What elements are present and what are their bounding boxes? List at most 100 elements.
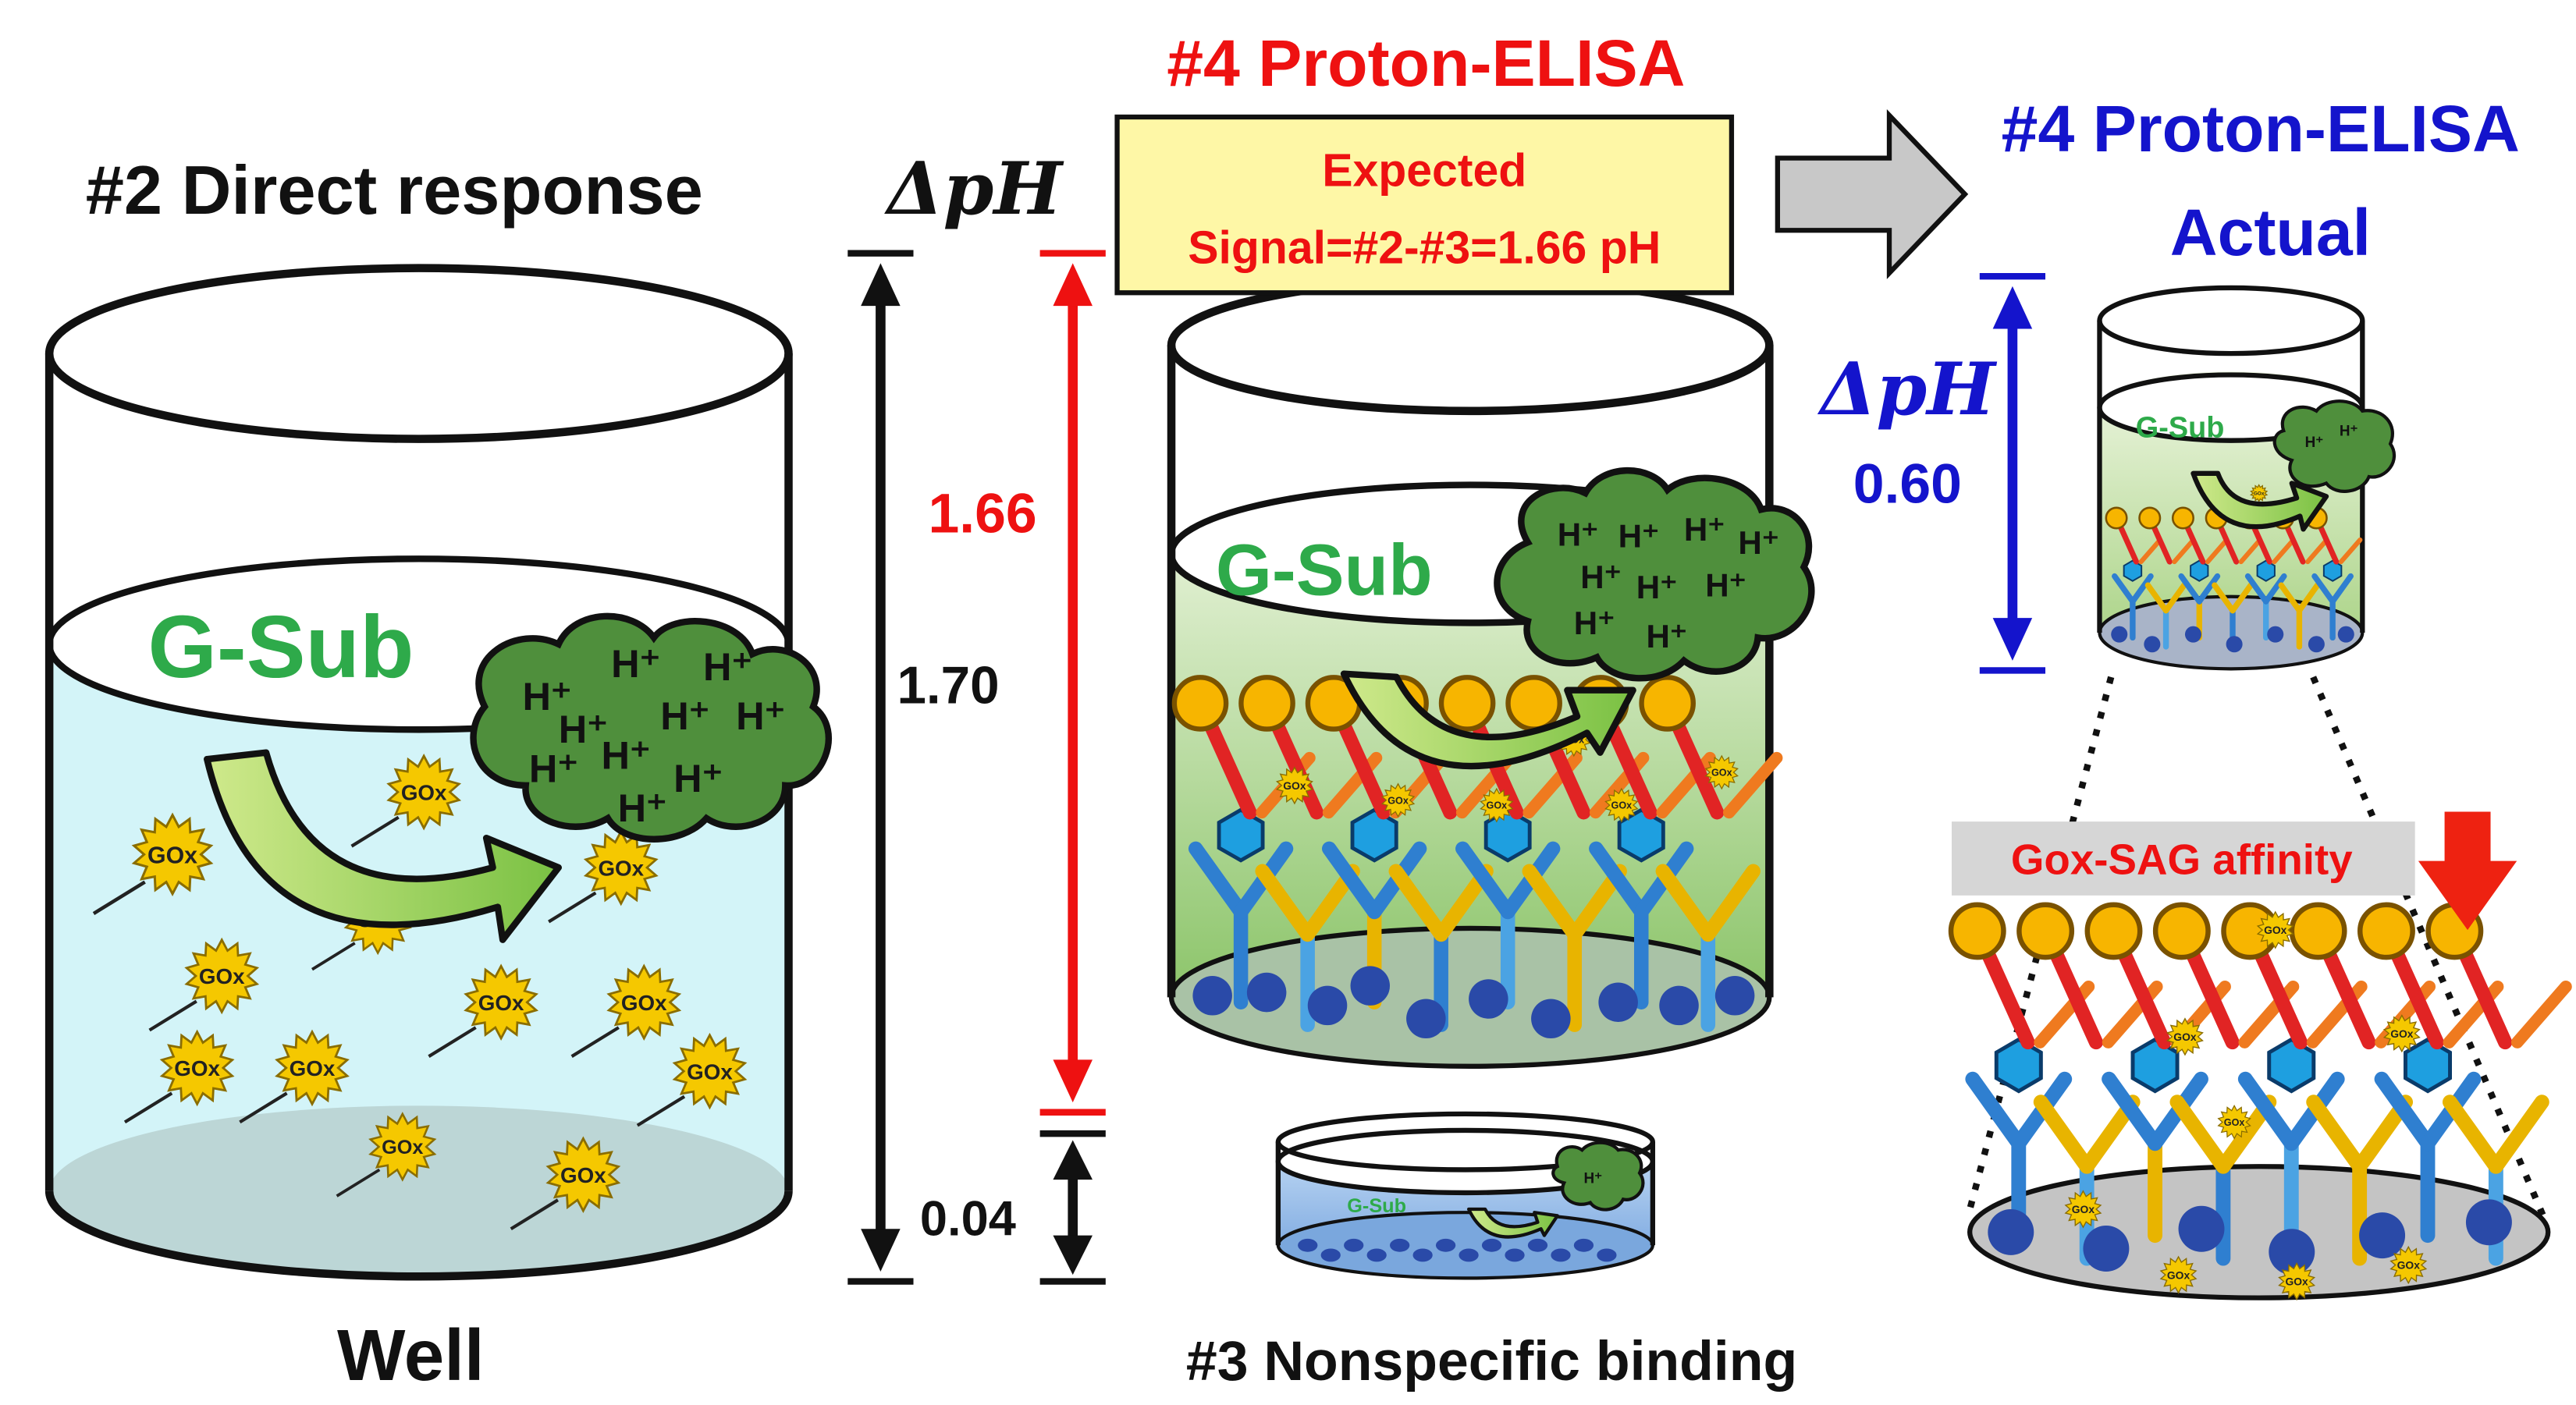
gox-label: GOx [2072, 1203, 2095, 1215]
proton-label: H⁺ [611, 641, 660, 686]
gox-enzyme: GOx [239, 1029, 350, 1124]
detector-stem [2111, 934, 2172, 1050]
bead [2226, 636, 2243, 653]
gox-label: GOx [621, 991, 667, 1015]
antigen-hexagon [2267, 1037, 2316, 1094]
detector-arm [2138, 538, 2163, 565]
proton-cloud-expected [1494, 467, 1815, 682]
affinity-down-arrow [2418, 811, 2517, 931]
proton-label: H⁺ [1705, 567, 1746, 604]
gox-star [672, 1032, 748, 1110]
gox-tail [92, 880, 146, 915]
antigen-hexagon [2190, 559, 2209, 582]
gox-label: GOx [2254, 491, 2265, 496]
bead [1459, 1248, 1479, 1262]
detector-stem [2282, 519, 2306, 565]
antibody-arm [2230, 582, 2254, 614]
gox-star [184, 937, 260, 1015]
gox-enzyme: GOx [2250, 484, 2269, 502]
detector-stem [1975, 934, 2035, 1050]
gox-tail [636, 1095, 686, 1127]
gox-label: GOx [199, 964, 245, 988]
gox-star [159, 1029, 235, 1107]
proton-label: H⁺ [2340, 423, 2358, 439]
bead [1298, 1238, 1318, 1252]
antibody-arm [1188, 841, 1249, 920]
antigen-hexagon [1483, 807, 1532, 863]
gox-label: GOx [478, 991, 524, 1015]
bead [1527, 1238, 1548, 1252]
gox-star [2159, 1255, 2198, 1294]
proton-label: H⁺ [1646, 618, 1687, 655]
antibody-arm [2237, 1071, 2299, 1151]
biotin-ball [1505, 675, 1562, 732]
antibody-arm [2033, 1095, 2095, 1174]
detector-arm [2272, 538, 2296, 565]
gox-star [2256, 910, 2294, 949]
gox-tail [548, 891, 597, 924]
antibody-arm [1655, 864, 1716, 942]
gox-label: GOx [290, 1056, 336, 1080]
antibody [2144, 582, 2187, 650]
antigen-hexagon [2404, 1037, 2453, 1094]
detection-antibody [2425, 902, 2572, 1050]
bead [1988, 1208, 2034, 1255]
antibody-arm [2306, 1095, 2368, 1174]
bead [1350, 966, 1391, 1006]
detector-stem [2116, 519, 2140, 565]
bead [1344, 1238, 1364, 1252]
proton-label: H⁺ [529, 747, 578, 791]
bead [1598, 982, 1638, 1022]
antibody-arm [2263, 573, 2287, 605]
bead [2359, 1212, 2406, 1259]
bead [2269, 1229, 2315, 1275]
detector-stem [2215, 519, 2240, 565]
proton-label: H⁺ [736, 694, 785, 738]
gox-label: GOx [1283, 779, 1306, 792]
bead [2178, 1205, 2225, 1252]
biotin-ball [2357, 902, 2415, 960]
gox-label: GOx [2390, 1027, 2414, 1040]
detector-arm [2172, 538, 2196, 565]
bead [1469, 979, 1508, 1019]
gox-star [606, 963, 682, 1041]
gsub-label-actual: G-Sub [2136, 412, 2225, 445]
proton-label: H⁺ [559, 707, 608, 751]
detector-stem [2148, 519, 2173, 565]
antigen-hexagon [2130, 1037, 2180, 1094]
detector-stem [2247, 934, 2308, 1050]
antibody [2112, 573, 2154, 641]
antibody-arm [2144, 582, 2169, 614]
bead [1659, 985, 1699, 1026]
scale-total-arrow [847, 250, 914, 1285]
gox-enzyme: GOx [2256, 910, 2294, 949]
gox-star [464, 963, 538, 1041]
antigen-hexagon [2322, 559, 2343, 582]
scale-actual-arrow [1979, 272, 2046, 674]
antibody-arm [2278, 582, 2303, 614]
detection-antibody [2105, 506, 2163, 565]
scale-nonspecific-arrow [1039, 1130, 1106, 1285]
gox-enzyme: GOx [2382, 1014, 2421, 1053]
bead [1597, 1248, 1617, 1262]
bead [1435, 1238, 1456, 1252]
antibody-arm [2374, 1071, 2436, 1151]
antibody-arm [2162, 582, 2187, 614]
gox-enzyme: GOx [1704, 754, 1739, 790]
antibody-arm [1965, 1071, 2027, 1151]
gox-enzyme: GOx [510, 1136, 621, 1231]
proton-cloud-nonspecific [1551, 1141, 1645, 1212]
biotin-ball [2171, 506, 2194, 530]
proton-label: H⁺ [522, 674, 571, 718]
value-actual: 0.60 [1853, 453, 1962, 516]
biotin-ball [2105, 506, 2128, 530]
detection-antibody [2138, 506, 2196, 565]
reaction-arrow-actual [2190, 470, 2329, 532]
proton-cloud-well [470, 612, 832, 843]
antigen-hexagon [1350, 807, 1398, 863]
bead [1714, 976, 1755, 1016]
detector-arm [2238, 538, 2263, 565]
gox-enzyme: GOx [1380, 782, 1416, 818]
